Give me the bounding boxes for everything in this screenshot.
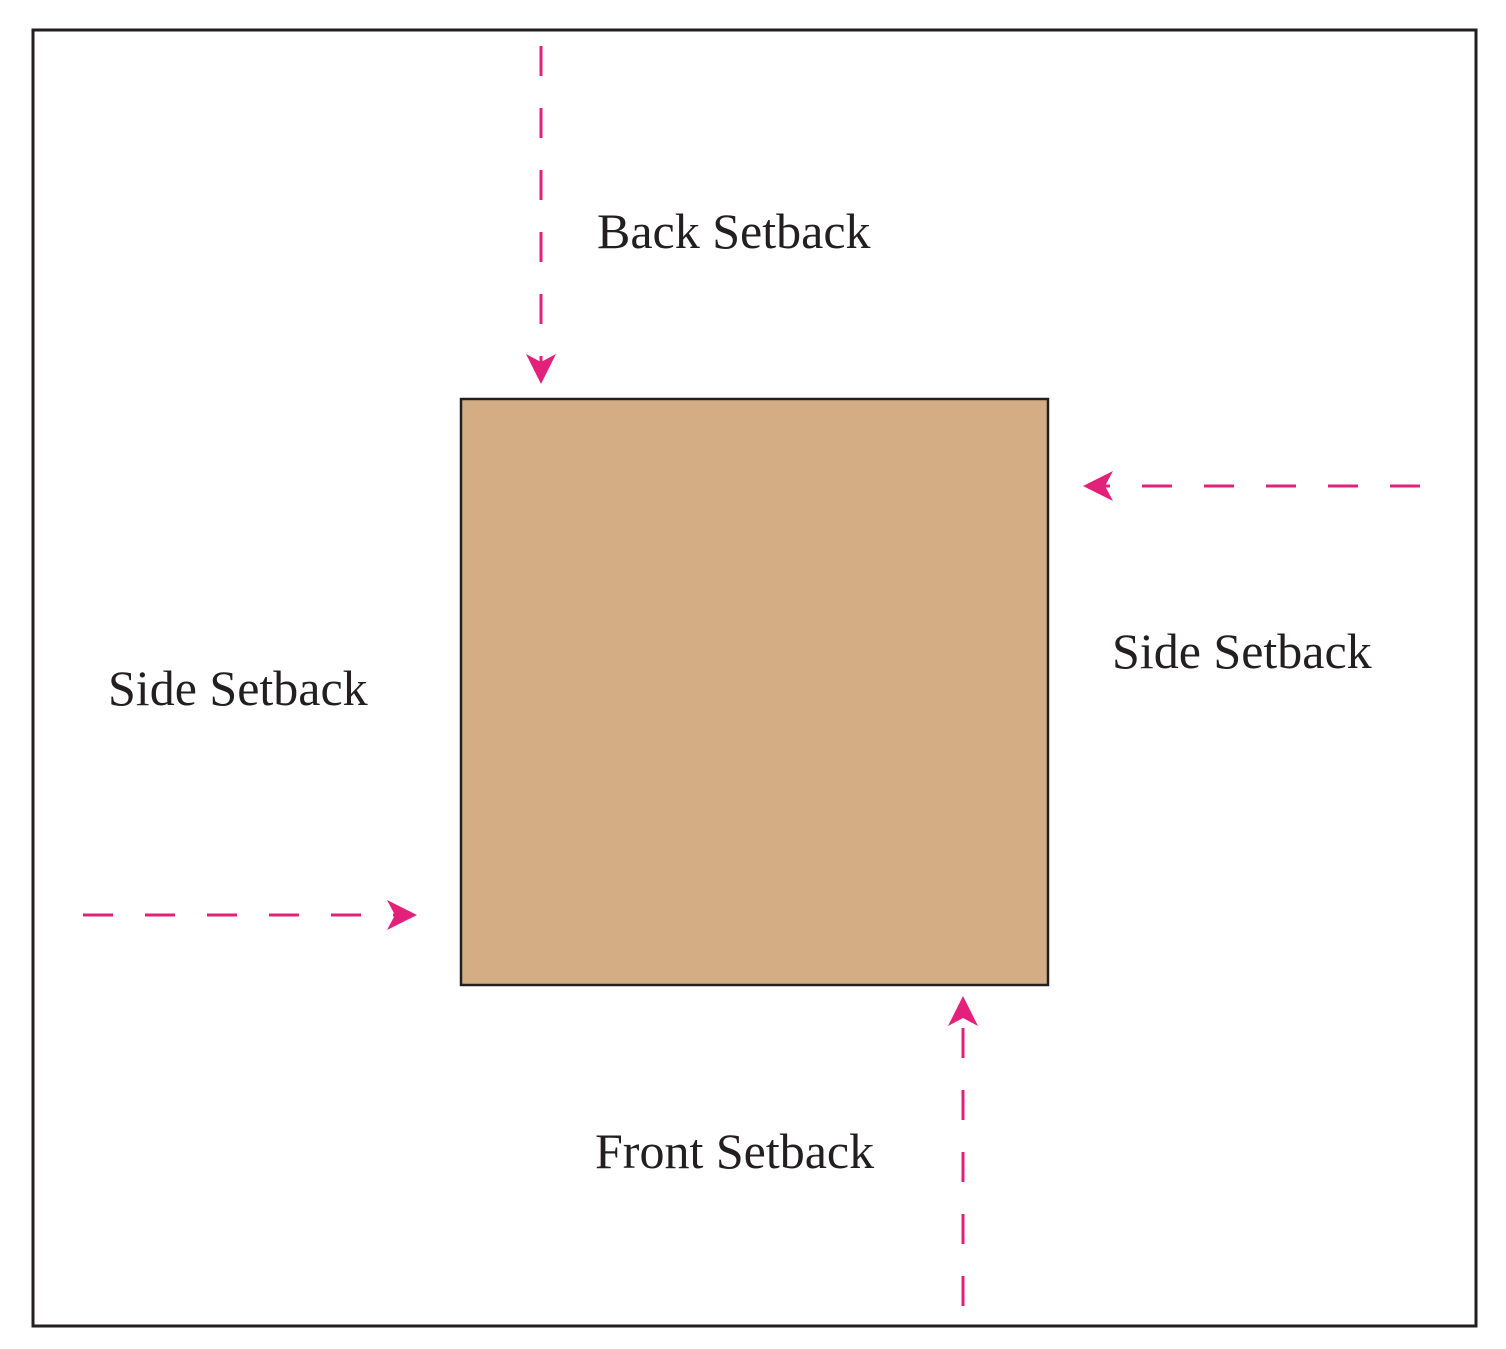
lot-boundary — [31, 28, 1478, 1328]
left-side-setback-arrow — [83, 900, 417, 930]
back-setback-label: Back Setback — [597, 203, 871, 259]
left-side-setback-label: Side Setback — [108, 660, 368, 716]
front-setback-arrow — [948, 996, 978, 1306]
building-footprint — [459, 397, 1050, 987]
back-setback-arrow — [526, 46, 556, 384]
front-setback-label: Front Setback — [595, 1123, 874, 1179]
right-side-setback-arrow — [1083, 471, 1420, 501]
right-side-setback-label: Side Setback — [1112, 623, 1372, 679]
